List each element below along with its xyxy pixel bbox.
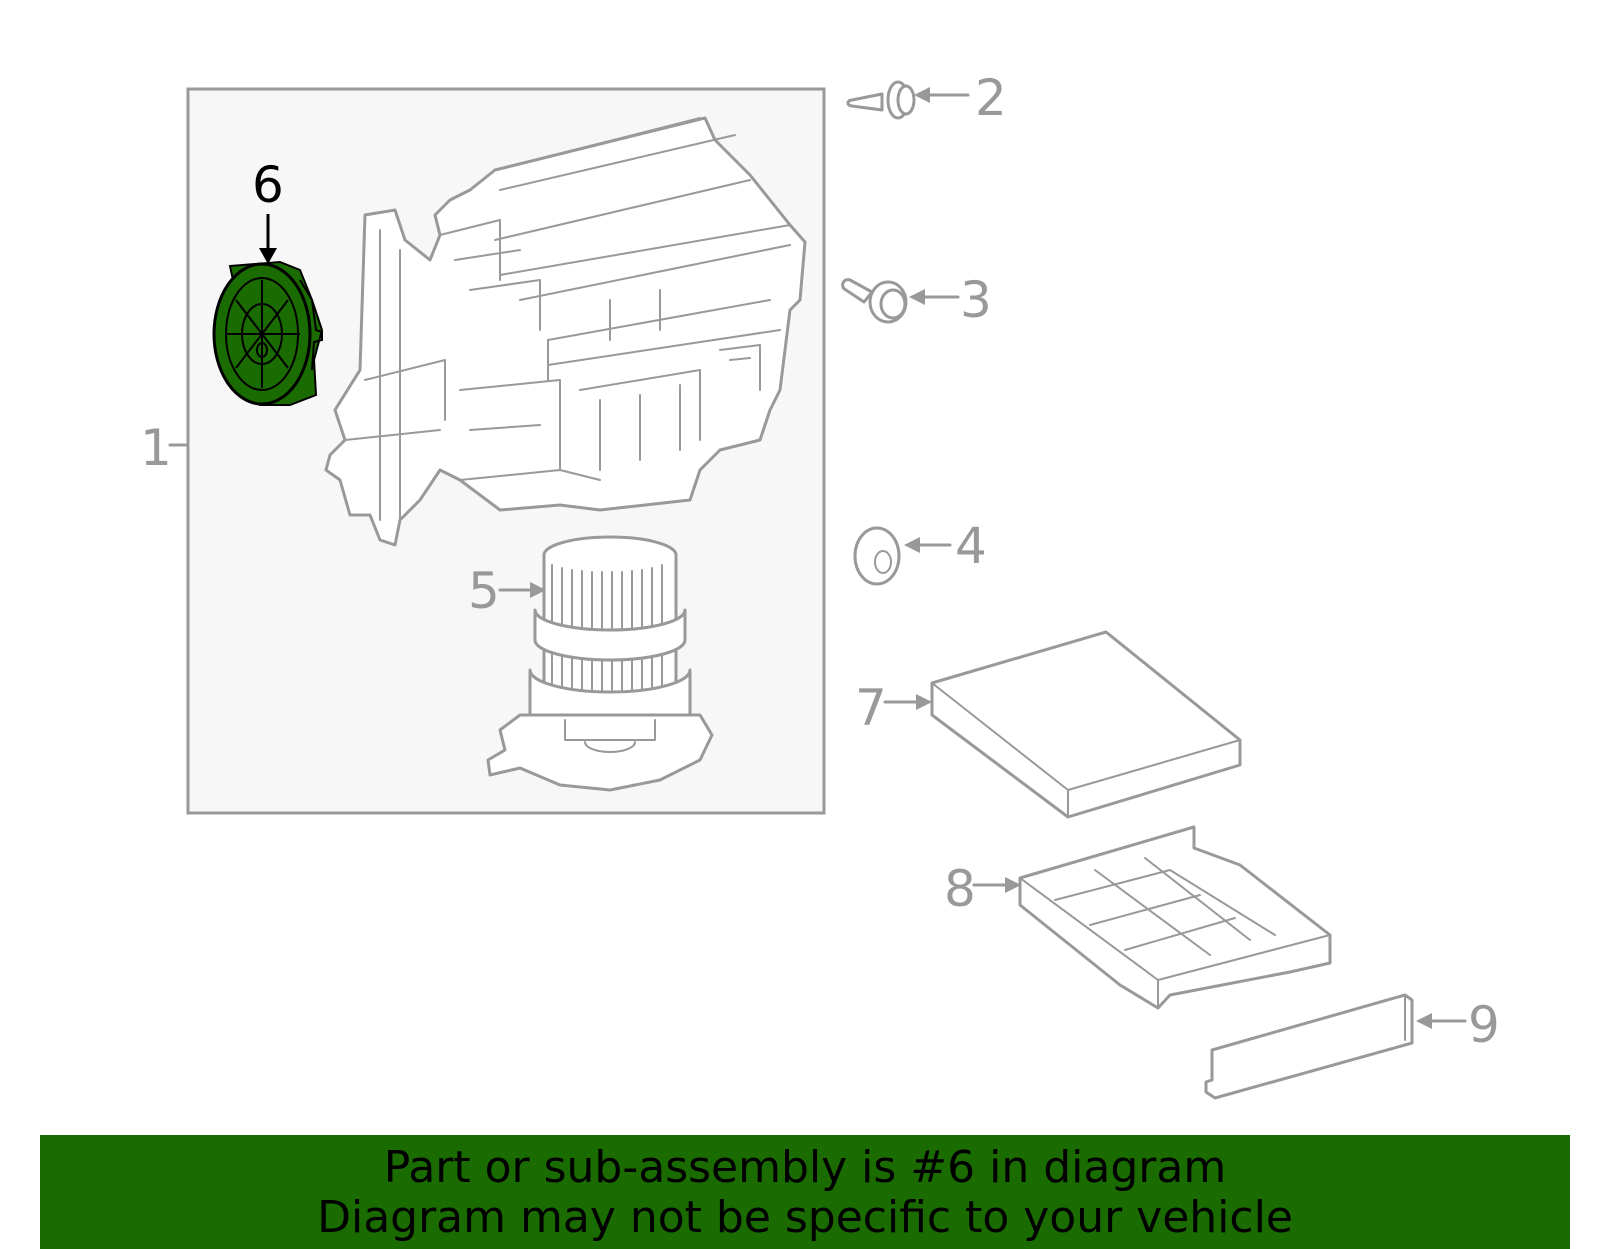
callout-4-label: 4: [955, 517, 987, 575]
banner-line-1: Part or sub-assembly is #6 in diagram: [383, 1142, 1227, 1193]
callout-2[interactable]: 2: [914, 69, 1007, 127]
part-3-bolt: [841, 278, 908, 324]
part-7-filter: [930, 630, 1242, 819]
part-9-strip: [1204, 993, 1414, 1100]
part-6-highlighted[interactable]: [212, 260, 324, 406]
callout-7[interactable]: 7: [855, 679, 932, 737]
callout-4[interactable]: 4: [904, 517, 987, 575]
callout-6-label: 6: [252, 156, 284, 214]
callout-2-label: 2: [975, 69, 1007, 127]
callout-8[interactable]: 8: [944, 860, 1021, 918]
callout-1-label: 1: [140, 419, 172, 477]
part-2-screw: [846, 80, 916, 120]
callout-5-label: 5: [468, 562, 500, 620]
callout-6[interactable]: 6: [252, 156, 284, 264]
callout-5[interactable]: 5: [468, 562, 546, 620]
info-banner: Part or sub-assembly is #6 in diagram Di…: [40, 1135, 1570, 1249]
callout-3[interactable]: 3: [909, 271, 992, 329]
callout-3-label: 3: [960, 271, 992, 329]
part-5-blower-motor: [486, 535, 714, 792]
callout-1[interactable]: 1: [140, 419, 189, 477]
callout-7-label: 7: [855, 679, 887, 737]
callout-9-label: 9: [1468, 996, 1500, 1054]
info-banner-bg: [40, 1135, 1570, 1249]
part-4-cap: [853, 526, 901, 586]
part-8-filter-tray: [1018, 825, 1332, 1010]
hvac-housing: [324, 116, 807, 547]
callout-8-label: 8: [944, 860, 976, 918]
callout-9[interactable]: 9: [1416, 996, 1500, 1054]
banner-line-2: Diagram may not be specific to your vehi…: [317, 1192, 1293, 1243]
